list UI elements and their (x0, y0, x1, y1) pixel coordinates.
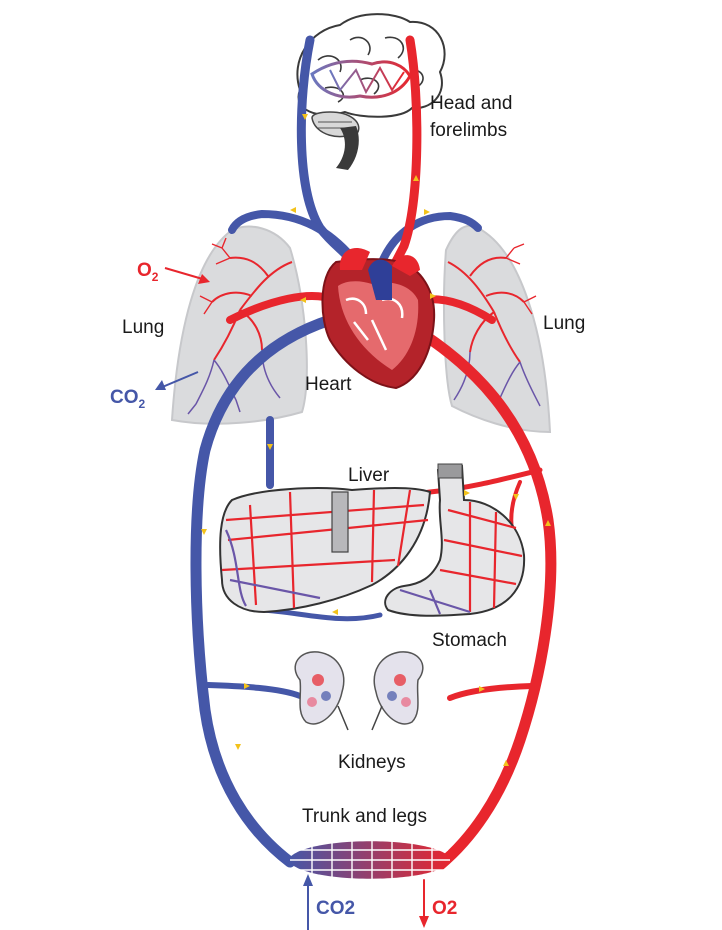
lung-left-organ (170, 225, 308, 425)
flow-arrow-icon (290, 207, 296, 213)
label-kidneys: Kidneys (338, 752, 406, 773)
arrow-right-icon (198, 274, 210, 284)
flow-arrow-icon (267, 444, 273, 450)
flow-arrow-icon (479, 686, 485, 692)
gas-o2-body: O2 (432, 898, 457, 919)
arrow-left-icon (155, 380, 166, 390)
stomach-organ (384, 463, 526, 617)
kidneys-organ (294, 651, 424, 731)
gas-o2-lung-symbol: O (137, 260, 152, 281)
label-liver: Liver (348, 465, 390, 486)
flow-arrow-icon (464, 490, 470, 496)
flow-arrow-icon (201, 529, 207, 535)
flow-arrow-icon (513, 494, 519, 500)
flow-arrow-icon (235, 744, 241, 750)
flow-arrow-icon (332, 609, 338, 615)
flow-arrow-icon (300, 297, 306, 303)
label-stomach: Stomach (432, 630, 507, 651)
heart (321, 248, 436, 390)
label-lung-left: Lung (122, 317, 164, 338)
label-trunk: Trunk and legs (302, 806, 427, 827)
label-heart: Heart (305, 374, 352, 395)
vessels-oxygenated (226, 35, 557, 921)
label-head-line2: forelimbs (430, 120, 507, 141)
label-lung-right: Lung (543, 313, 585, 334)
flow-arrow-icon (424, 209, 430, 215)
gas-o2-lung-sub: 2 (152, 270, 159, 284)
flow-arrow-icon (503, 760, 509, 766)
liver-organ (219, 487, 432, 614)
gas-o2-lung: O2 (137, 260, 159, 284)
gas-co2-lung-sub: 2 (139, 397, 146, 411)
arrow-down-icon (419, 916, 429, 928)
trunk-capillary-bed (288, 838, 452, 882)
gas-co2-lung-symbol: CO (110, 387, 139, 408)
arrow-up-icon (303, 874, 313, 886)
flow-arrow-icon (413, 175, 419, 181)
vessels-deoxygenated (190, 35, 482, 930)
lung-right-organ (443, 224, 552, 434)
flow-arrow-icon (545, 520, 551, 526)
gas-arrows (155, 267, 429, 928)
brain (296, 13, 446, 170)
label-head-line1: Head and (430, 93, 512, 114)
flow-arrow-icon (244, 683, 250, 689)
flow-arrow-icon (302, 114, 308, 120)
flow-arrows (201, 114, 551, 766)
gas-co2-body: CO2 (316, 898, 355, 919)
flow-arrow-icon (430, 293, 436, 299)
gas-co2-lung: CO2 (110, 387, 146, 411)
